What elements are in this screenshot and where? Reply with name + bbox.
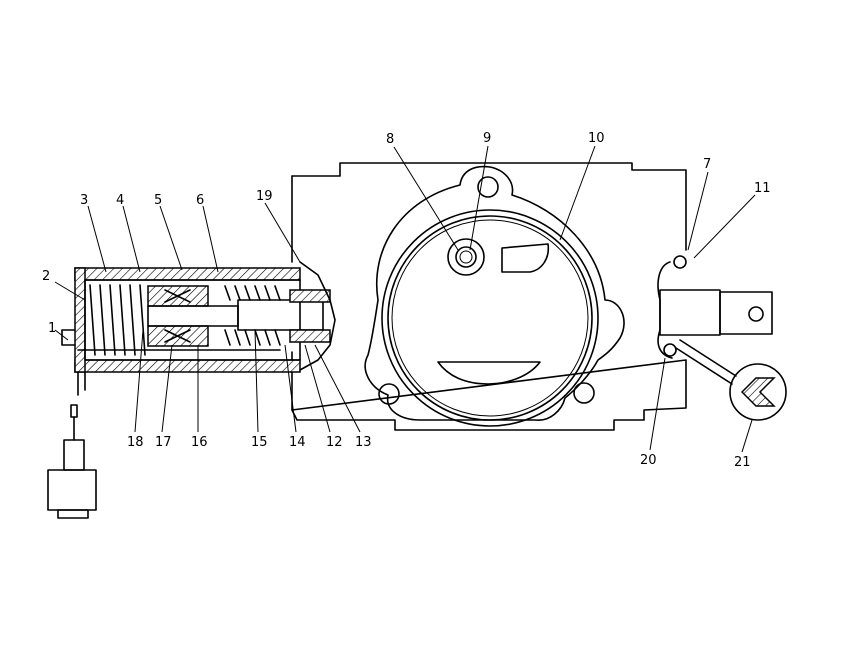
- callout-14: 14: [289, 435, 306, 450]
- callout-21: 21: [734, 455, 751, 470]
- callout-17: 17: [155, 435, 172, 450]
- cylinder-assembly: [74, 261, 336, 373]
- upper-slot: [501, 243, 550, 273]
- callout-19: 19: [256, 189, 273, 204]
- seal-detail-view: [675, 339, 787, 421]
- top-bolt-hole: [477, 176, 499, 198]
- callout-15: 15: [251, 435, 268, 450]
- callout-labels: 1 2 3 4 5 6 7 8 9 10 11 12 13 14 15 16 1…: [42, 131, 771, 470]
- right-bolt-hole: [573, 382, 595, 404]
- upper-port: [447, 238, 485, 276]
- callout-16: 16: [191, 435, 208, 450]
- callout-7: 7: [703, 157, 711, 172]
- electrical-connector: [47, 404, 97, 519]
- leader-lines: [54, 145, 756, 453]
- right-shaft: [657, 255, 773, 359]
- callout-9: 9: [483, 131, 491, 146]
- callout-2: 2: [42, 269, 50, 284]
- callout-11: 11: [754, 181, 771, 196]
- left-bolt-hole: [378, 383, 400, 405]
- callout-12: 12: [326, 435, 343, 450]
- mounting-flange: [364, 165, 625, 421]
- callout-13: 13: [355, 435, 372, 450]
- bracket: [61, 329, 281, 396]
- callout-1: 1: [48, 321, 56, 336]
- callout-6: 6: [196, 193, 204, 208]
- main-bore: [381, 209, 599, 427]
- callout-18: 18: [127, 435, 144, 450]
- callout-8: 8: [386, 132, 394, 147]
- callout-5: 5: [154, 193, 162, 208]
- callout-20: 20: [640, 453, 657, 468]
- housing-body: [291, 162, 687, 431]
- callout-4: 4: [116, 193, 124, 208]
- lower-slot: [437, 361, 541, 385]
- callout-3: 3: [80, 193, 88, 208]
- callout-10: 10: [588, 131, 605, 146]
